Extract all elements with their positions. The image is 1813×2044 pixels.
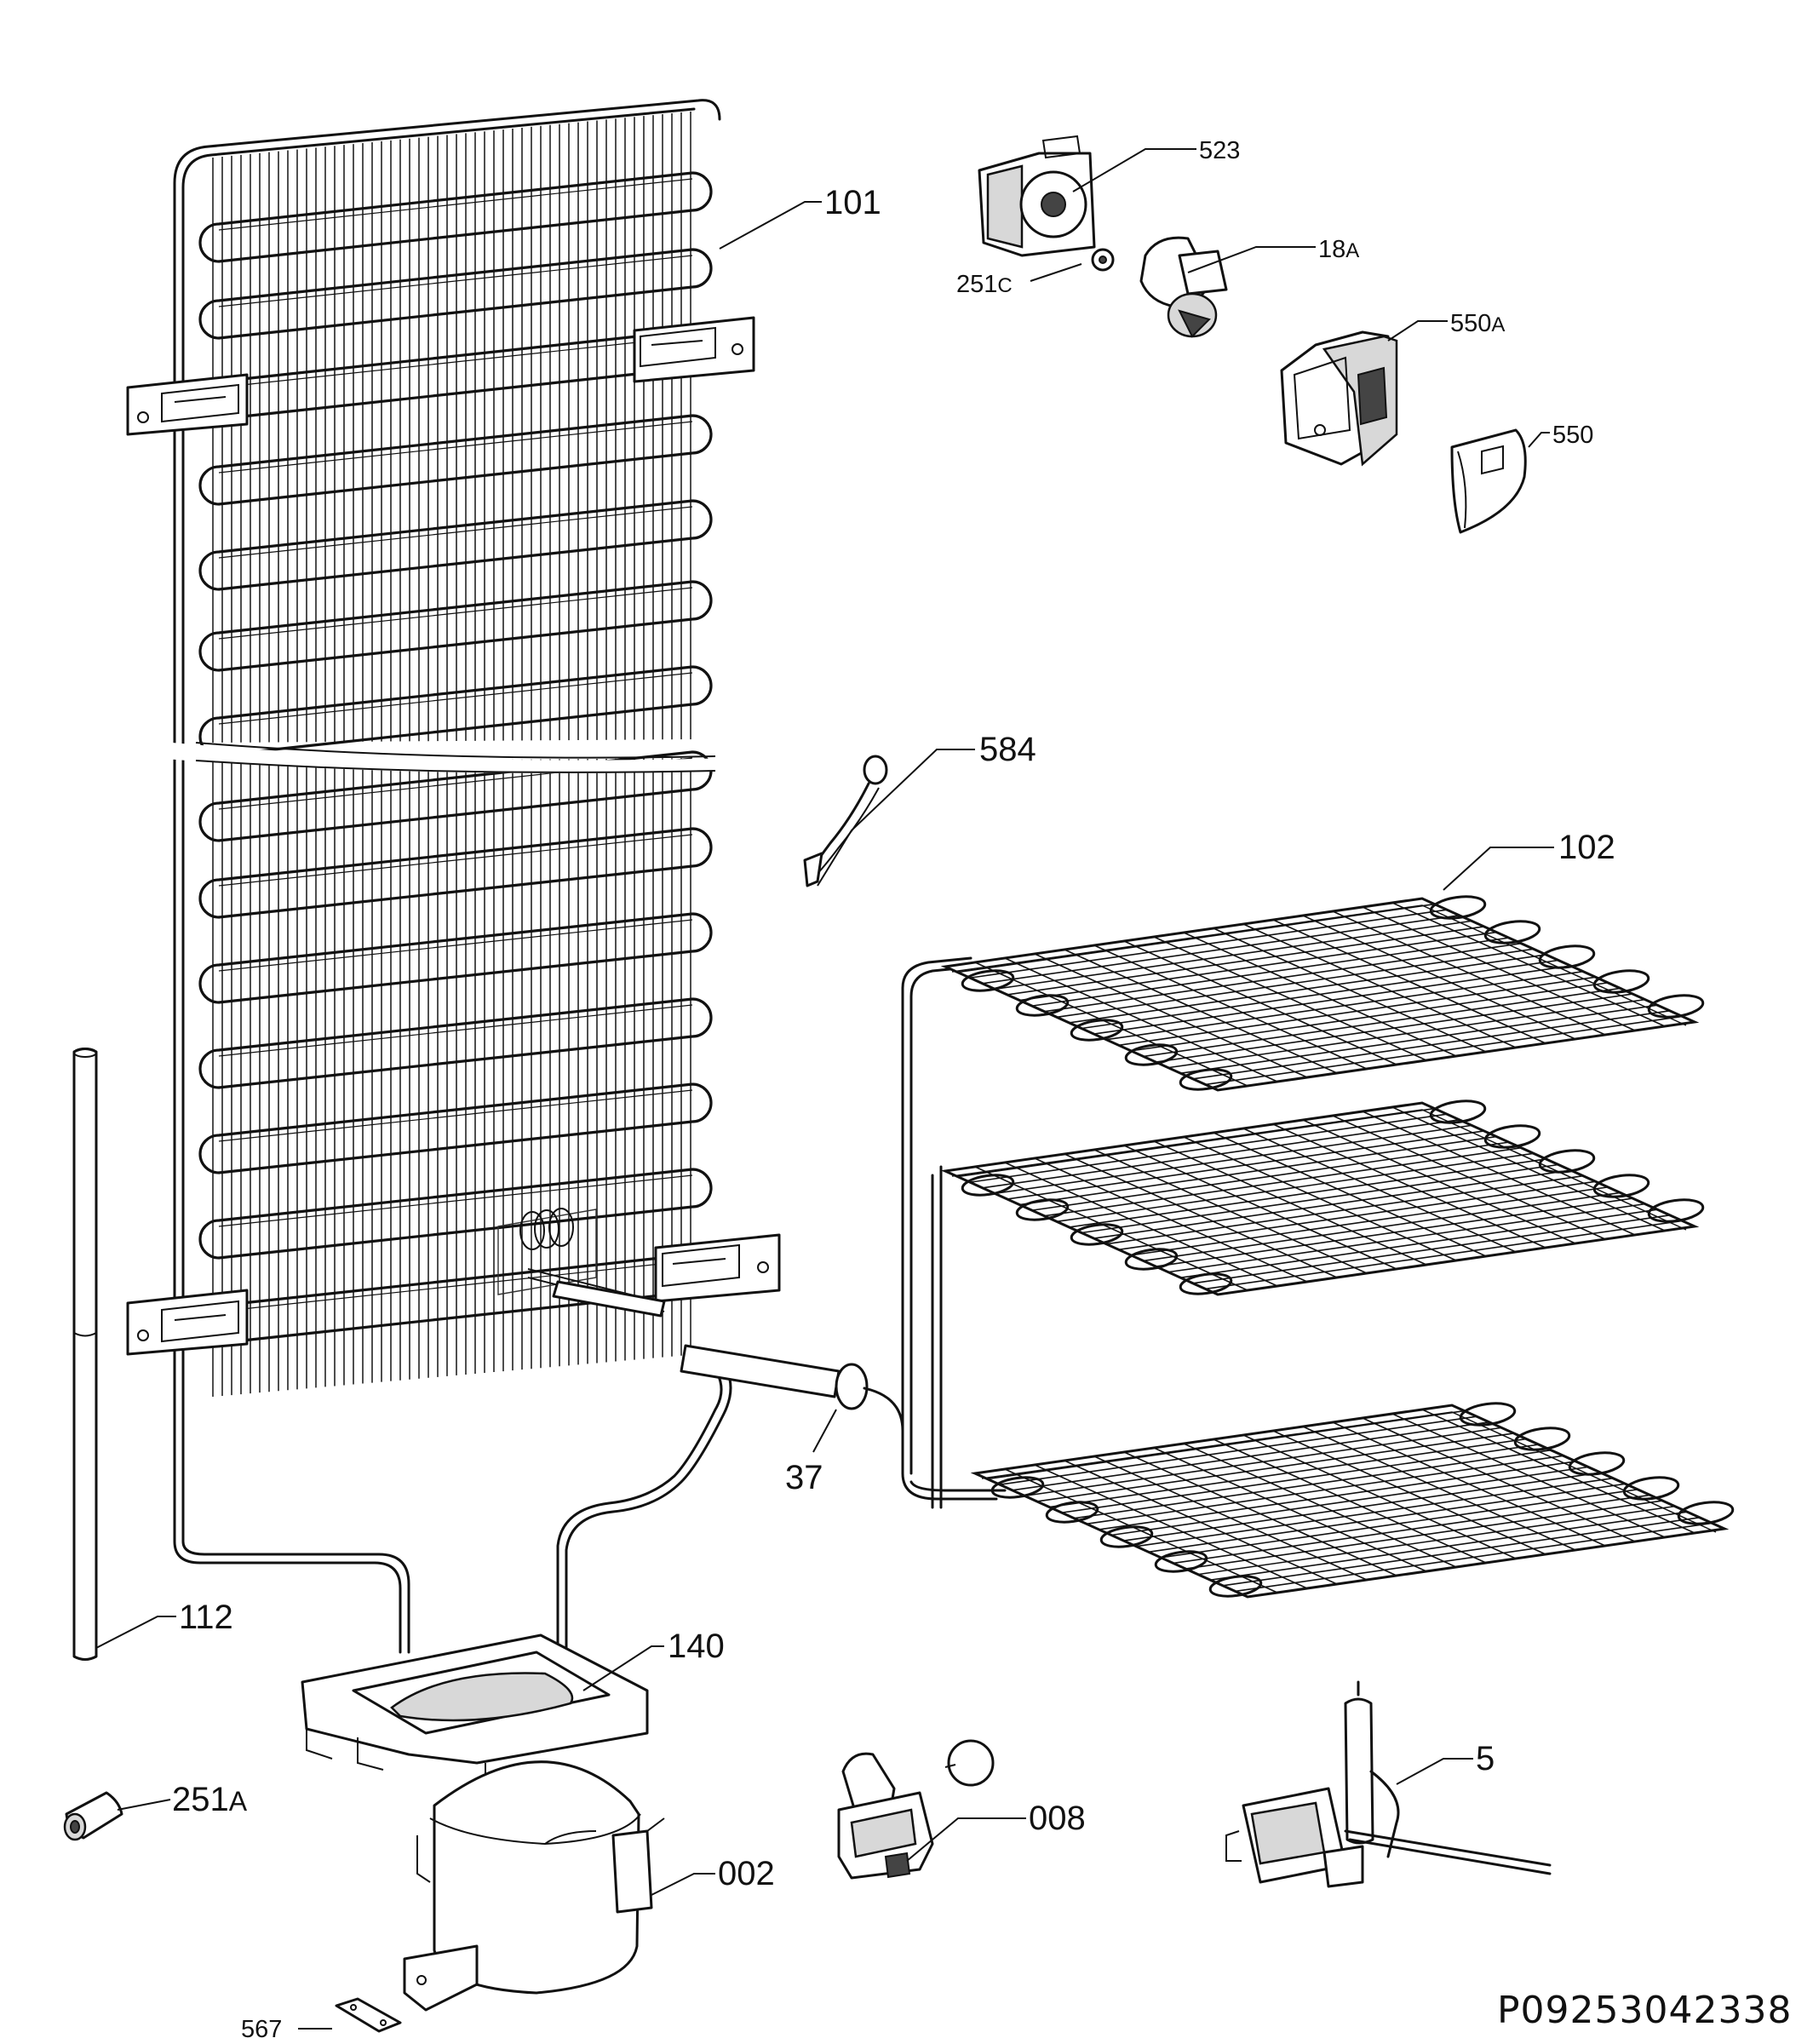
solenoid-valve-part-5[interactable] bbox=[1225, 1680, 1552, 1888]
drier-filter-part-37[interactable] bbox=[552, 1280, 904, 1467]
evaporator-shelf-middle bbox=[940, 1100, 1705, 1296]
label-112: 112 bbox=[179, 1599, 233, 1636]
label-550: 550 bbox=[1552, 422, 1593, 449]
part-labels: 101 523 18A 251C 550A 550 584 102 37 112… bbox=[172, 137, 1792, 2043]
document-id: P09253042338 bbox=[1497, 1989, 1792, 2032]
drip-tray-part-140[interactable] bbox=[301, 1633, 649, 1783]
sensor-part-584[interactable] bbox=[803, 755, 888, 887]
evaporator-shelf-top bbox=[940, 895, 1705, 1092]
label-18a: 18A bbox=[1318, 236, 1359, 263]
fan-housing-part-523[interactable] bbox=[978, 135, 1096, 257]
label-102: 102 bbox=[1558, 829, 1615, 866]
lamp-housing-part-550a[interactable] bbox=[1280, 330, 1398, 467]
label-5: 5 bbox=[1476, 1740, 1495, 1777]
condenser-part-101[interactable] bbox=[126, 99, 781, 1654]
label-567: 567 bbox=[241, 2016, 282, 2043]
insulation-tube-part-112[interactable] bbox=[72, 1048, 98, 1661]
condenser-bracket bbox=[126, 373, 249, 436]
condenser-bracket bbox=[633, 316, 755, 383]
condenser-bracket bbox=[654, 1233, 781, 1303]
label-251a: 251A bbox=[172, 1781, 248, 1818]
label-584: 584 bbox=[979, 731, 1036, 768]
label-550a: 550A bbox=[1450, 310, 1505, 337]
leader-lines bbox=[95, 148, 1554, 2030]
evaporator-shelf-bottom bbox=[970, 1402, 1735, 1599]
label-523: 523 bbox=[1199, 137, 1240, 164]
label-002: 002 bbox=[718, 1855, 775, 1892]
label-008: 008 bbox=[1029, 1800, 1086, 1837]
label-37: 37 bbox=[785, 1459, 823, 1496]
nut-part-251c[interactable] bbox=[1091, 248, 1115, 272]
fan-motor-part-18a[interactable] bbox=[1139, 236, 1228, 338]
lamp-cover-part-550[interactable] bbox=[1450, 428, 1527, 534]
condenser-bracket bbox=[126, 1289, 249, 1356]
grommet-part-251a[interactable] bbox=[63, 1791, 123, 1841]
label-140: 140 bbox=[668, 1628, 725, 1665]
compressor-part-002[interactable] bbox=[403, 1760, 665, 2012]
starter-relay-part-008[interactable] bbox=[837, 1739, 995, 1880]
condenser-fins-upper bbox=[212, 111, 691, 743]
label-251c: 251C bbox=[956, 271, 1013, 298]
label-101: 101 bbox=[824, 184, 881, 221]
plate-part-567[interactable] bbox=[335, 1997, 402, 2033]
condenser-fins-lower bbox=[212, 758, 691, 1397]
evaporator-part-102[interactable] bbox=[901, 893, 1735, 1599]
